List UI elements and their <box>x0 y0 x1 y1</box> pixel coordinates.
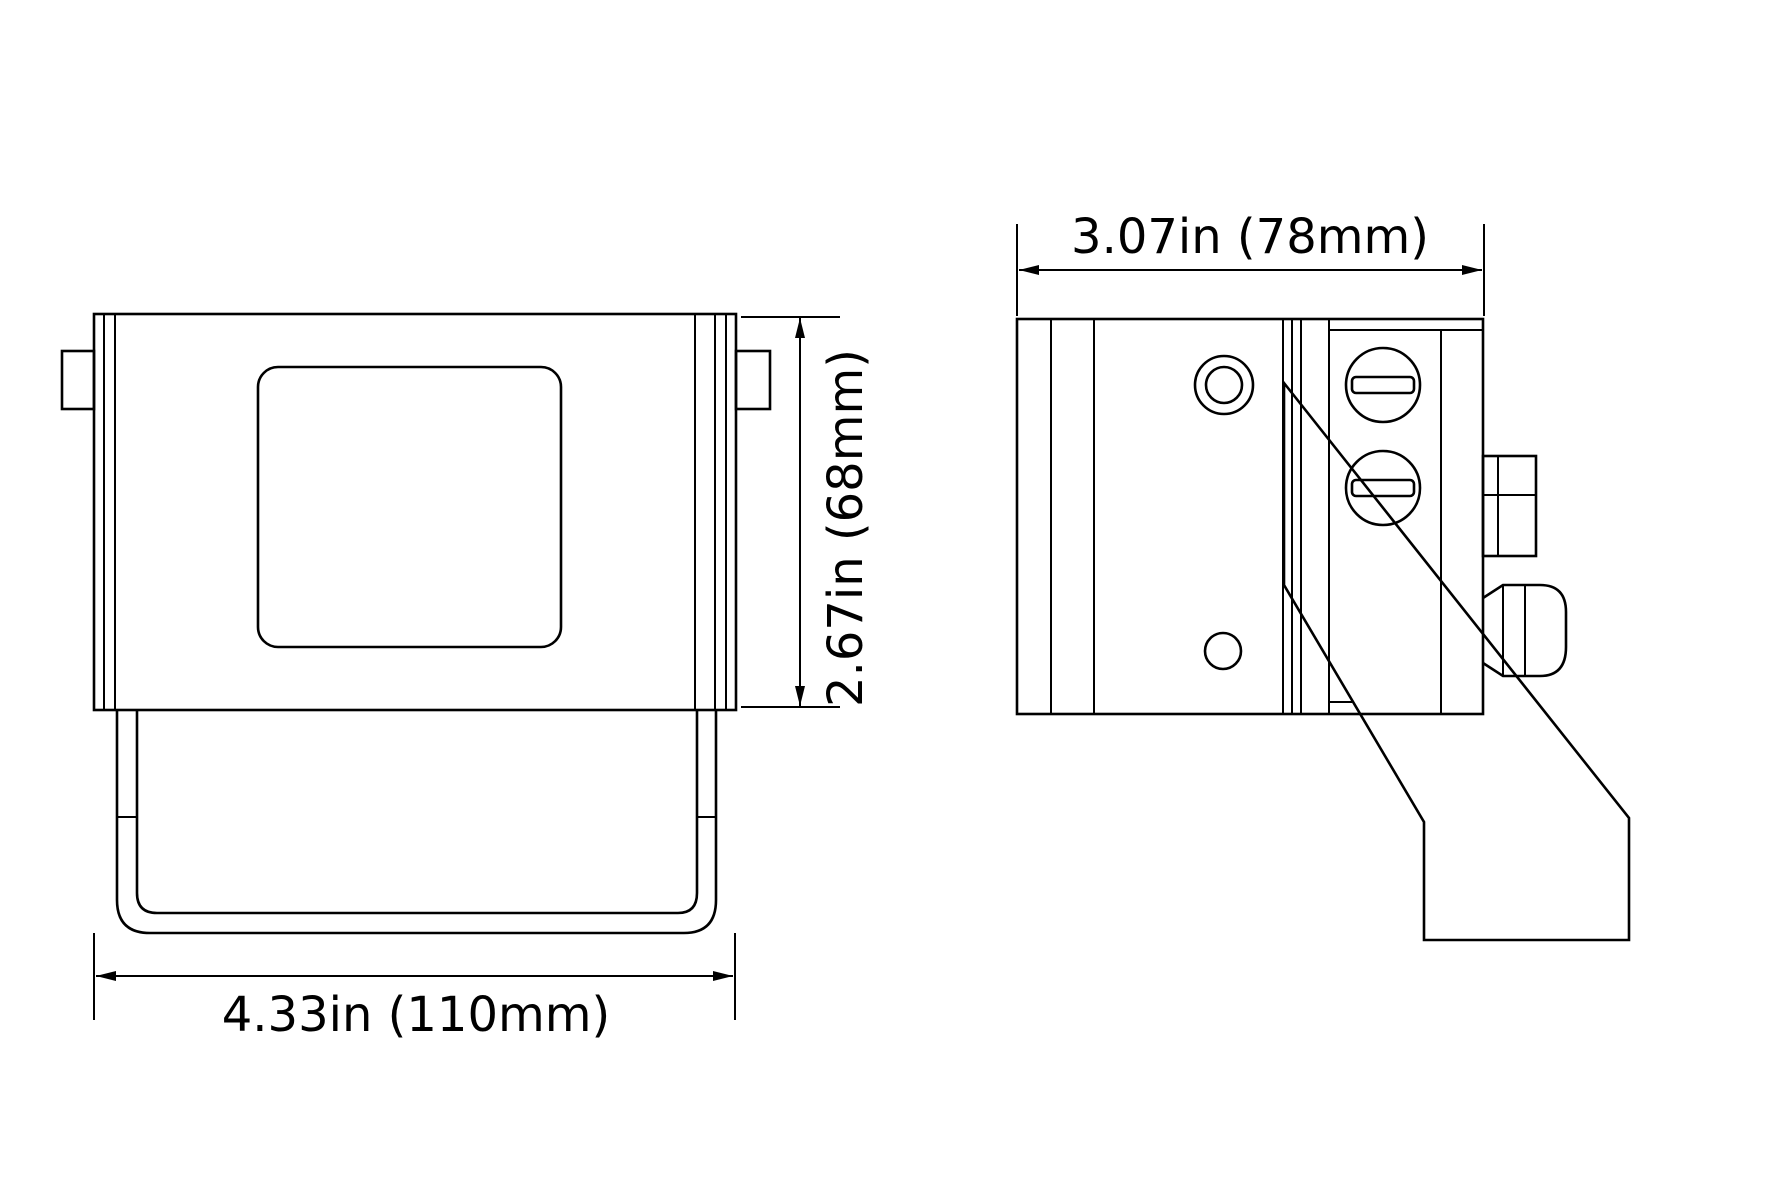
width-dimension-label: 4.33in (110mm) <box>222 987 610 1043</box>
cable-gland <box>1482 583 1568 678</box>
screw-slot <box>1350 478 1416 498</box>
side-view: 3.07in (78mm) <box>1015 209 1631 942</box>
adjustment-screw <box>1344 346 1422 424</box>
mounting-hole-outer <box>1193 354 1255 416</box>
mounting-hole-inner <box>1204 365 1244 405</box>
screw-slot <box>1350 375 1416 395</box>
lens-window <box>256 365 563 649</box>
adjustment-screw <box>1344 449 1422 527</box>
mounting-arm <box>1282 379 1631 942</box>
right-mounting-tab <box>734 349 772 411</box>
u-bracket-inner <box>135 710 699 915</box>
height-dimension-label: 2.67in (68mm) <box>818 349 874 707</box>
mounting-hole <box>1203 631 1243 671</box>
front-view: 2.67in (68mm) 4.33in (110mm) <box>60 312 874 1043</box>
u-bracket-outer <box>115 710 718 935</box>
depth-dimension-label: 3.07in (78mm) <box>1071 209 1429 265</box>
left-mounting-tab <box>60 349 96 411</box>
side-housing <box>1015 317 1485 716</box>
rear-connector-block <box>1481 454 1538 558</box>
front-housing <box>92 312 738 712</box>
